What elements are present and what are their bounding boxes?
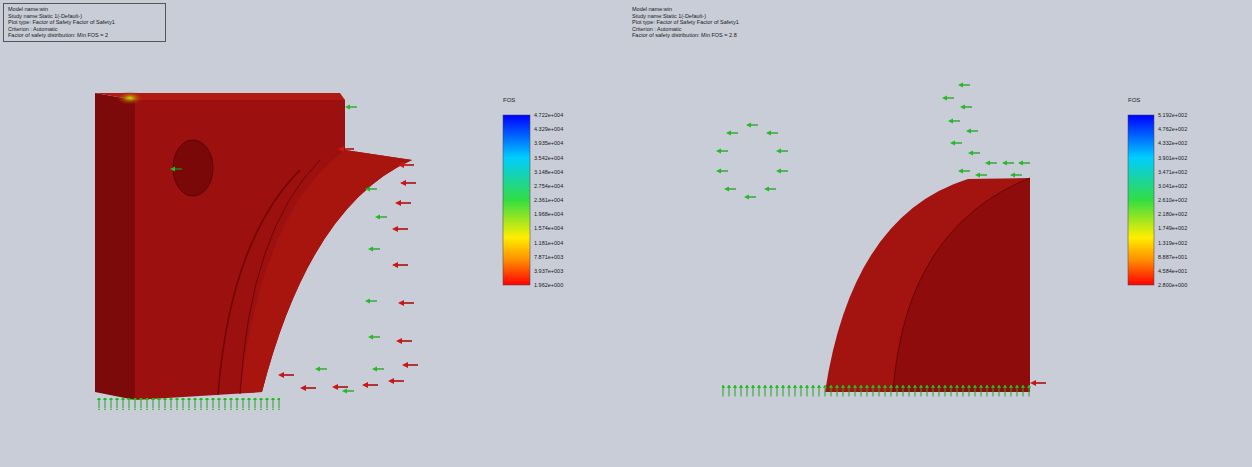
plot-header-line: Criterion : Automatic [8,26,58,32]
color-bar-value: 2.754e+004 [534,183,563,189]
color-bar-value: 3.542e+004 [534,155,563,161]
legend-title: FOS [1128,97,1140,103]
plot-header-line: Criterion : Automatic [632,26,682,32]
plot-header-line: Study name:Static 1(-Default-) [8,13,82,19]
color-bar-value: 1.319e+002 [1158,240,1187,246]
color-bar-value: 4.329e+004 [534,126,563,132]
color-bar-value: 3.935e+004 [534,140,563,146]
header-frame [4,4,166,42]
plot-header-line: Study name:Static 1(-Default-) [632,13,706,19]
color-bar-value: 4.722e+004 [534,112,563,118]
bracket-part [95,91,418,410]
color-bar-value: 4.762e+002 [1158,126,1187,132]
plot-header-line: Model name:win [8,6,48,12]
color-bar-value: 2.800e+000 [1158,282,1187,288]
color-bar-value: 1.968e+004 [534,211,563,217]
color-bar-value: 7.871e+003 [534,254,563,260]
plot-header-line: Plot type: Factor of Safety Factor of Sa… [632,19,739,25]
color-bar-value: 1.574e+004 [534,225,563,231]
plot-header-line: Factor of safety distribution: Min FOS =… [632,32,737,38]
color-bar-value: 1.181e+004 [534,240,563,246]
plot-header-line: Plot type: Factor of Safety Factor of Sa… [8,19,115,25]
color-bar-value: 1.962e+000 [534,282,563,288]
color-bar [503,115,530,285]
color-bar [1128,115,1154,285]
color-bar-value: 1.749e+002 [1158,225,1187,231]
plot-header-line: Model name:win [632,6,672,12]
color-bar-value: 8.887e+001 [1158,254,1187,260]
quarter-cylinder-part [716,83,1046,398]
color-bar-value: 3.471e+002 [1158,169,1187,175]
color-bar-value: 4.332e+002 [1158,140,1187,146]
legend-title: FOS [503,97,515,103]
plot-header-line: Factor of safety distribution: Min FOS =… [8,32,108,38]
color-bar-value: 5.192e+002 [1158,112,1187,118]
color-bar-value: 2.180e+002 [1158,211,1187,217]
color-bar-value: 3.148e+004 [534,169,563,175]
color-bar-value: 3.901e+002 [1158,155,1187,161]
color-bar-value: 2.361e+004 [534,197,563,203]
color-bar-value: 4.584e+001 [1158,268,1187,274]
color-bar-value: 3.041e+002 [1158,183,1187,189]
color-bar-value: 2.610e+002 [1158,197,1187,203]
color-bar-value: 3.937e+003 [534,268,563,274]
